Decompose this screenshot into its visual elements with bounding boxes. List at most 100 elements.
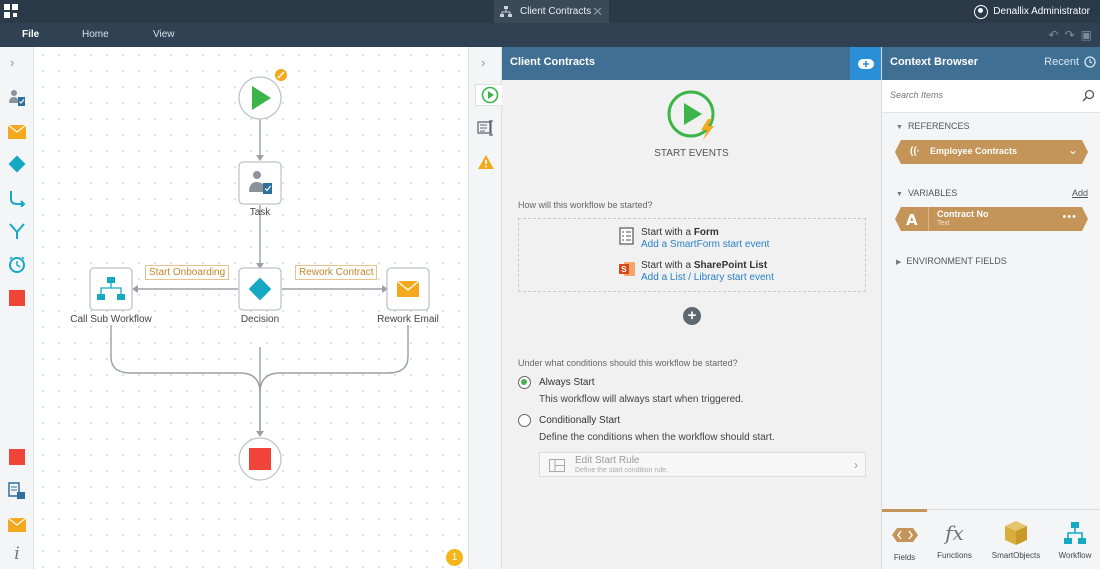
references-heading[interactable]: ▼REFERENCES (896, 121, 970, 131)
start-events-tab[interactable] (475, 84, 503, 106)
menu-home[interactable]: Home (82, 29, 109, 40)
triangle-down-icon: ▼ (896, 191, 903, 198)
notification-badge[interactable]: 1 (446, 549, 463, 566)
context-search (882, 80, 1100, 113)
variables-heading[interactable]: ▼VARIABLES (896, 188, 958, 198)
context-browser-header: Context Browser Recent (882, 47, 1100, 80)
always-start-label[interactable]: Always Start (539, 377, 595, 388)
tab-workflow[interactable]: Workflow (1050, 510, 1100, 569)
variable-contract-no[interactable]: A Contract No Text ••• (895, 207, 1088, 231)
more-options-icon[interactable]: ••• (1062, 211, 1077, 223)
info-icon[interactable]: i (14, 544, 20, 564)
decision-node-label: Decision (240, 314, 280, 325)
tab-functions-label: Functions (937, 551, 972, 560)
workflow-canvas[interactable]: Task Decision Call Sub Workflow Rework E… (35, 47, 467, 569)
document-tab[interactable]: Client Contracts ✕ (494, 0, 609, 23)
add-list-library-link[interactable]: Add a List / Library start event (641, 272, 774, 283)
menu-actions: ↶ ↷ ▣ (1049, 28, 1092, 42)
redo-icon[interactable]: ↷ (1064, 28, 1075, 42)
start-event-icon (667, 90, 715, 140)
warning-icon (478, 155, 494, 169)
user-avatar-icon (974, 4, 989, 19)
split-tool-icon[interactable] (8, 222, 26, 240)
form-option-lead: Start with a (641, 227, 694, 238)
undo-icon[interactable]: ↶ (1048, 28, 1059, 42)
tab-workflow-label: Workflow (1058, 551, 1092, 560)
edit-start-rule-subtitle: Define the start condition rule. (575, 467, 668, 474)
warnings-tab[interactable] (475, 151, 497, 173)
close-icon[interactable]: ✕ (592, 3, 603, 19)
call-sub-workflow-node[interactable] (89, 267, 133, 311)
chevron-right-icon: › (854, 458, 858, 472)
task-node-label: Task (249, 207, 271, 218)
tab-smartobjects-label: SmartObjects (991, 551, 1041, 560)
add-smartform-link[interactable]: Add a SmartForm start event (641, 239, 770, 250)
search-input[interactable] (890, 90, 1070, 100)
workflow-diagram (89, 69, 430, 481)
email-tool-icon-2[interactable] (8, 516, 26, 534)
timer-tool-icon[interactable] (8, 255, 26, 273)
recent-link[interactable]: Recent (1044, 56, 1079, 68)
svg-text:S: S (621, 265, 627, 274)
add-start-event-button[interactable]: + (683, 307, 701, 325)
tab-smartobjects[interactable]: SmartObjects (986, 510, 1046, 569)
reference-employee-contracts[interactable]: ((· Employee Contracts ⌄ (895, 140, 1088, 164)
rule-icon (549, 459, 565, 472)
menu-file[interactable]: File (22, 29, 40, 40)
rework-email-node[interactable] (386, 267, 430, 311)
task-node[interactable] (238, 161, 282, 205)
user-menu[interactable]: Denallix Administrator (974, 0, 1090, 23)
edit-start-rule-title: Edit Start Rule (575, 455, 640, 466)
connector-rework-end (259, 325, 409, 394)
stop-tool-icon[interactable] (8, 289, 26, 307)
chevron-right-icon[interactable]: › (10, 55, 15, 70)
tab-fields[interactable]: Fields (882, 509, 927, 569)
fields-icon (891, 528, 918, 542)
sharepoint-option-bold: SharePoint List (693, 260, 768, 271)
start-onboarding-tag[interactable]: Start Onboarding (145, 265, 230, 280)
tab-functions[interactable]: fx Functions (932, 510, 977, 569)
save-icon[interactable]: ▣ (1080, 28, 1092, 42)
start-node[interactable] (238, 69, 287, 120)
clock-icon[interactable] (1084, 56, 1096, 68)
environment-fields-heading[interactable]: ▶ENVIRONMENT FIELDS (896, 256, 1007, 266)
how-started-question: How will this workflow be started? (518, 200, 653, 210)
document-tab-label: Client Contracts (520, 6, 592, 17)
start-events-title: START EVENTS (654, 148, 729, 159)
search-icon[interactable] (1082, 89, 1095, 102)
start-event-options: Start with a Form Add a SmartForm start … (518, 218, 866, 292)
decision-node[interactable] (238, 267, 282, 311)
start-events-panel: START EVENTS How will this workflow be s… (502, 80, 881, 569)
expand-panel-icon (857, 58, 874, 69)
always-start-radio[interactable] (518, 376, 531, 389)
add-variable-link[interactable]: Add (1071, 188, 1088, 198)
workflow-icon (500, 5, 512, 17)
rework-contract-tag[interactable]: Rework Contract (295, 265, 378, 280)
email-tool-icon[interactable] (8, 123, 26, 141)
reference-icon: ((· (910, 146, 920, 157)
chevron-right-icon[interactable]: › (481, 55, 486, 70)
smartobject-tool-icon[interactable] (8, 482, 26, 500)
chevron-down-icon[interactable]: ⌄ (1067, 143, 1078, 157)
conditionally-start-label[interactable]: Conditionally Start (539, 415, 621, 426)
app-launcher-icon[interactable] (4, 4, 18, 18)
end-node[interactable] (238, 437, 282, 481)
conditionally-start-radio[interactable] (518, 414, 531, 427)
user-name: Denallix Administrator (993, 6, 1090, 17)
sharepoint-option: S Start with a SharePoint List Add a Lis… (619, 260, 774, 284)
menu-view[interactable]: View (153, 29, 175, 40)
triangle-right-icon: ▶ (896, 259, 902, 266)
context-browser: Context Browser Recent ▼REFERENCES ((· E… (881, 47, 1100, 569)
merge-tool-icon[interactable] (8, 189, 26, 207)
form-option-bold: Form (693, 227, 719, 238)
rework-email-label: Rework Email (377, 314, 439, 325)
always-start-description: This workflow will always start when tri… (539, 394, 744, 405)
properties-tab[interactable] (475, 117, 497, 139)
task-tool-icon[interactable] (8, 89, 26, 107)
toolbox: › i (0, 47, 34, 569)
end-tool-icon[interactable] (8, 448, 26, 466)
smartobjects-cube-icon (1005, 521, 1027, 545)
panel-toggle-button[interactable] (850, 47, 881, 80)
edit-start-rule-button[interactable]: Edit Start Rule Define the start conditi… (539, 452, 866, 477)
decision-tool-icon[interactable] (8, 155, 26, 173)
